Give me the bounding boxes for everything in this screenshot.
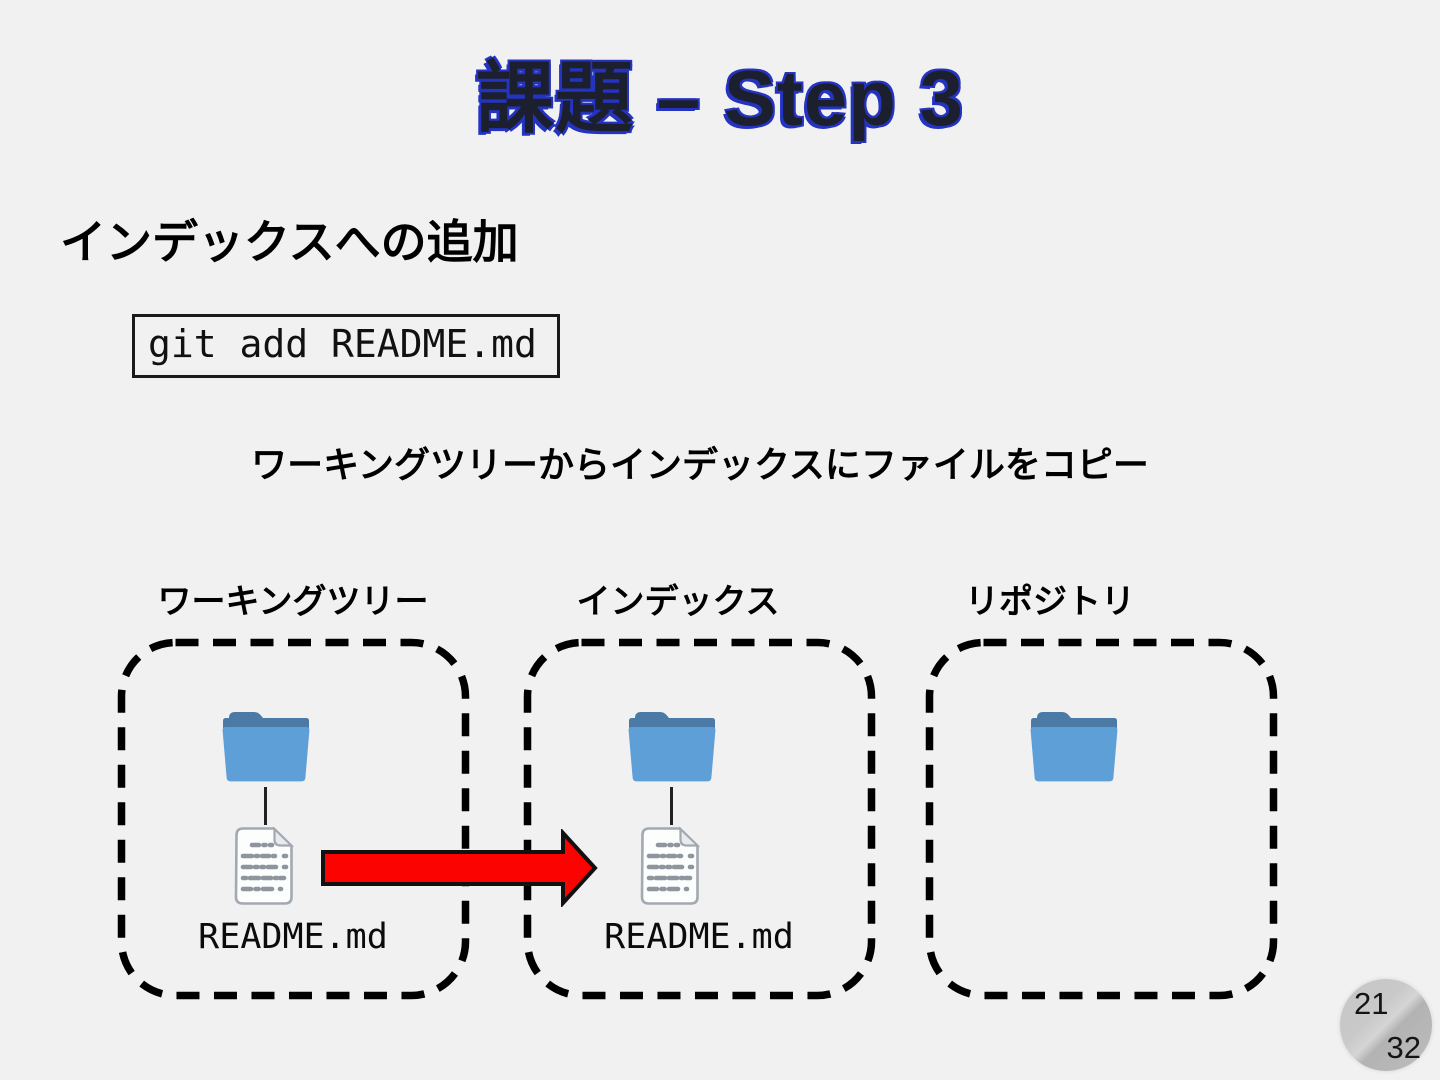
dashed-border <box>925 638 1278 1000</box>
slide-subtitle: インデックスへの追加 <box>60 216 519 268</box>
copy-arrow-icon <box>321 829 598 907</box>
dashed-border <box>117 638 470 1000</box>
page-number-badge: 21 32 <box>1340 979 1432 1071</box>
repository-zone <box>925 638 1278 1000</box>
index-label: インデックス <box>576 583 780 621</box>
file-name-label: README.md <box>604 917 794 957</box>
page-total: 32 <box>1386 1030 1421 1065</box>
folder-file-connector <box>264 787 267 825</box>
dashed-border <box>523 638 876 1000</box>
slide-title: 課題 – Step 3 <box>476 54 964 142</box>
page-current: 21 <box>1354 986 1389 1021</box>
working-tree-label: ワーキングツリー <box>157 583 429 621</box>
document-icon <box>234 826 295 905</box>
folder-icon <box>628 712 716 782</box>
folder-file-connector <box>670 787 673 825</box>
git-command-box: git add README.md <box>132 314 560 378</box>
folder-icon <box>1030 712 1118 782</box>
document-icon <box>640 826 701 905</box>
folder-icon <box>222 712 310 782</box>
git-command-text: git add README.md <box>148 322 537 366</box>
file-name-label: README.md <box>198 917 388 957</box>
caption-text: ワーキングツリーからインデックスにファイルをコピー <box>251 444 1149 485</box>
repository-label: リポジトリ <box>965 583 1135 621</box>
working-tree-zone: README.md <box>117 638 470 1000</box>
index-zone: README.md <box>523 638 876 1000</box>
